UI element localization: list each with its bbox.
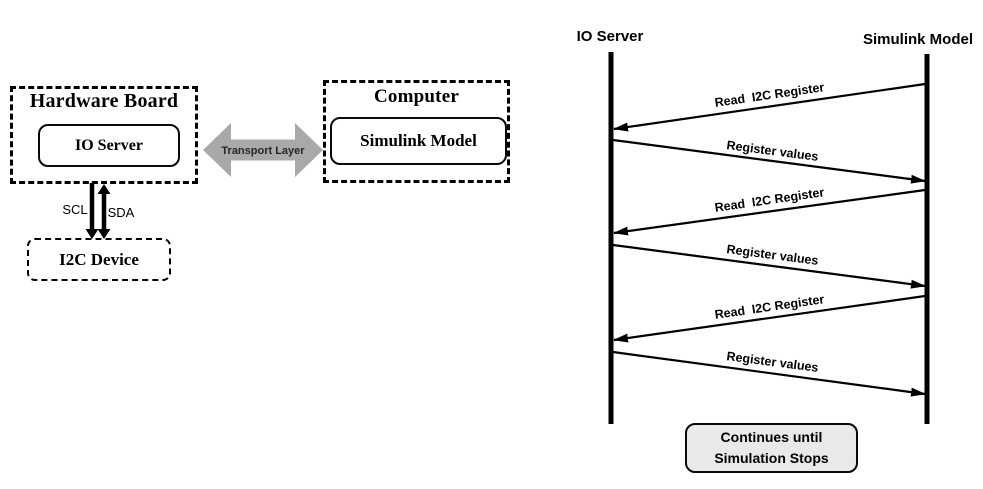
io-server-box: IO Server (38, 124, 180, 167)
message-line-register-values-2 (612, 243, 926, 289)
i2c-device-label: I2C Device (59, 249, 139, 269)
transport-layer-arrow: Transport Layer (203, 123, 323, 177)
message-line-read-i2c-register-1 (613, 82, 926, 132)
sda-arrow (97, 184, 111, 239)
hardware-board-box (10, 86, 198, 184)
message-line-read-i2c-register-3 (613, 294, 926, 343)
transport-arrow-shape (203, 123, 323, 177)
continuation-note-line1: Continues until (720, 429, 823, 445)
io-server-label: IO Server (75, 136, 143, 154)
sequence-diagram: IO Server Simulink Model Read I2C Regist… (577, 28, 973, 424)
computer-title: Computer (374, 86, 459, 107)
scl-label: SCL (62, 202, 87, 217)
message-line-register-values-3 (612, 350, 926, 397)
message-label-register-values-3: Register values (726, 349, 819, 375)
message-label-register-values-2: Register values (726, 242, 819, 268)
lifeline-header-io-server: IO Server (577, 28, 644, 45)
hardware-board-title: Hardware Board (29, 90, 179, 112)
simulink-model-box: Simulink Model (330, 117, 507, 165)
scl-arrow (85, 183, 99, 239)
computer-box (323, 80, 510, 183)
transport-layer-label: Transport Layer (221, 145, 305, 157)
message-line-read-i2c-register-2 (613, 188, 926, 236)
simulink-model-label: Simulink Model (360, 131, 477, 150)
continuation-note: Continues until Simulation Stops (685, 423, 858, 473)
continuation-note-line2: Simulation Stops (714, 450, 829, 466)
i2c-bus-arrows: SCL SDA (62, 183, 135, 239)
sda-label: SDA (108, 205, 135, 220)
lifeline-header-simulink-model: Simulink Model (863, 31, 973, 48)
i2c-device-box: I2C Device (27, 238, 171, 281)
message-line-register-values-1 (612, 138, 926, 184)
